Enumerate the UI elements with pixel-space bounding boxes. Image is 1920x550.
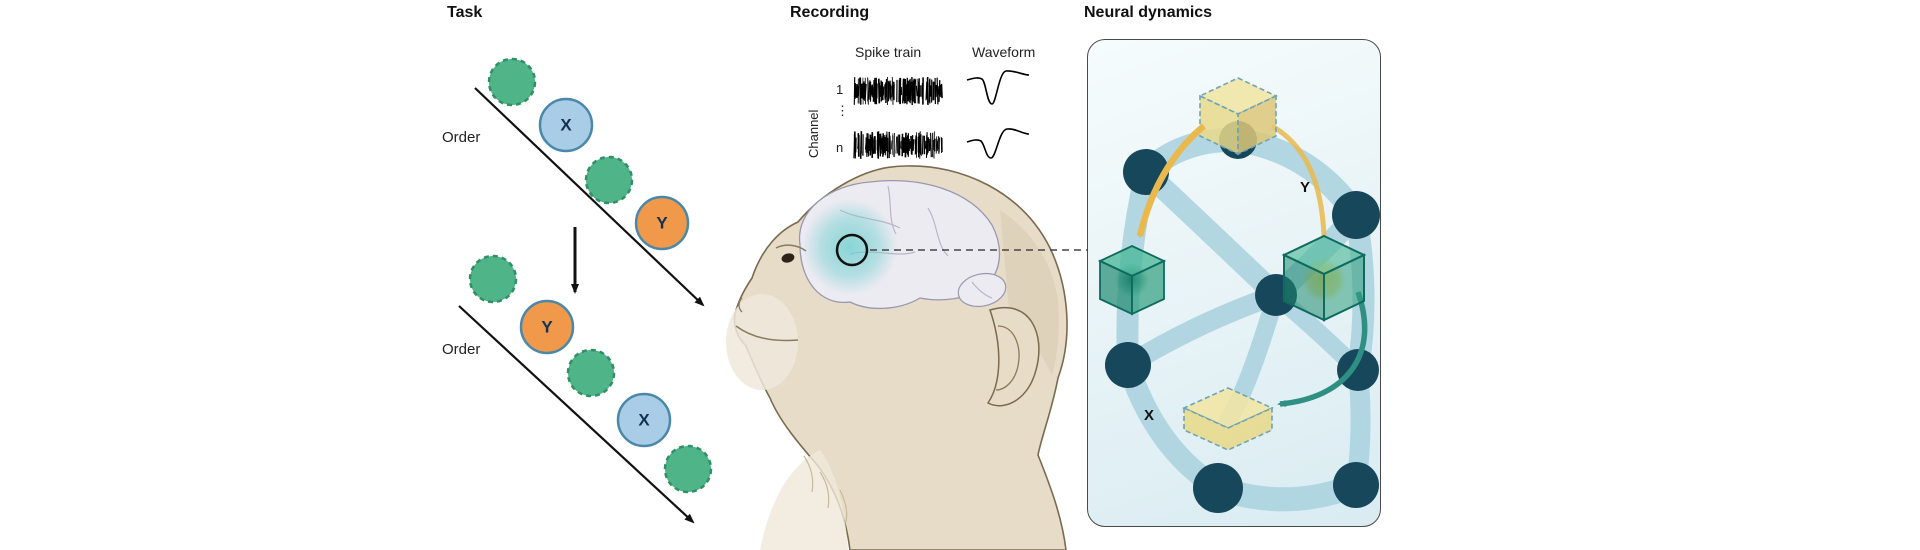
order-label-top: Order	[442, 129, 480, 146]
cerebellum	[957, 272, 1007, 308]
monkey-eye	[781, 253, 795, 263]
order-label-bottom: Order	[442, 341, 480, 358]
recording-panel-title: Recording	[790, 4, 870, 21]
inner-ear-line	[995, 325, 1020, 391]
stimulus-circle-y	[519, 299, 575, 355]
monkey-head-illustration	[726, 165, 1088, 550]
cube-yellow-bottom	[1182, 387, 1274, 451]
yellow-transition-curve	[1270, 123, 1327, 237]
stimulus-y-label: Y	[656, 214, 668, 233]
stimulus-circle-green	[468, 254, 518, 304]
neural-state-y-label: Y	[1300, 179, 1310, 196]
brow-line	[775, 244, 807, 252]
cube-green-left	[1097, 245, 1167, 316]
fur-strokes	[803, 455, 848, 523]
network-nodes	[1105, 121, 1380, 513]
cube-yellow-top	[1198, 77, 1278, 156]
stimulus-circle-green	[584, 155, 634, 205]
nostril	[738, 297, 743, 313]
waveform-channel-n	[966, 128, 1030, 159]
neural-dynamics-panel-title: Neural dynamics	[1084, 4, 1213, 21]
order-arrow-top	[474, 87, 705, 307]
stimulus-circle-green	[566, 348, 616, 398]
order-arrow-bottom	[458, 305, 695, 524]
teal-transition-arrow	[1277, 291, 1368, 407]
stimulus-circle-y	[634, 195, 690, 251]
stimulus-y-label: Y	[541, 318, 553, 337]
cube-green-right	[1281, 234, 1367, 322]
stimulus-circle-green	[487, 57, 537, 107]
channel-number-first: 1	[836, 82, 844, 97]
waveform-label: Waveform	[972, 44, 1036, 60]
task-panel-title: Task	[447, 4, 483, 21]
head-shading	[1000, 210, 1059, 375]
muzzle-patch	[726, 294, 798, 390]
stimulus-circle-x	[538, 97, 594, 153]
stimulus-x-label: X	[560, 116, 572, 135]
neural-dynamics-panel: Y	[1087, 39, 1381, 527]
stimulus-x-label: X	[638, 411, 650, 430]
task-diagram: Order X Y Order Y X	[442, 57, 713, 524]
channel-number-last: n	[836, 140, 844, 155]
yellow-transition-arrow	[1136, 123, 1207, 239]
spike-waveform-shape	[966, 128, 1030, 159]
waveform-channel-1	[966, 70, 1030, 105]
recording-site-glow	[802, 199, 898, 295]
spike-train-channel-n	[853, 131, 943, 159]
network-bands	[1116, 127, 1375, 512]
channel-ellipsis: ⋮	[836, 103, 849, 118]
stimulus-circle-green	[663, 444, 713, 494]
mouth-line	[735, 325, 799, 342]
neural-state-x-label: X	[1144, 407, 1154, 424]
monkey-ear	[986, 307, 1040, 407]
chest-fur	[760, 450, 848, 550]
spike-train-channel-1	[853, 76, 943, 106]
recording-site-circle	[835, 233, 869, 267]
stimulus-circle-x	[616, 392, 672, 448]
neural-dynamics-diagram: Y	[1097, 77, 1380, 513]
spike-waveform-shape	[966, 70, 1030, 105]
spike-train-label: Spike train	[855, 44, 922, 60]
